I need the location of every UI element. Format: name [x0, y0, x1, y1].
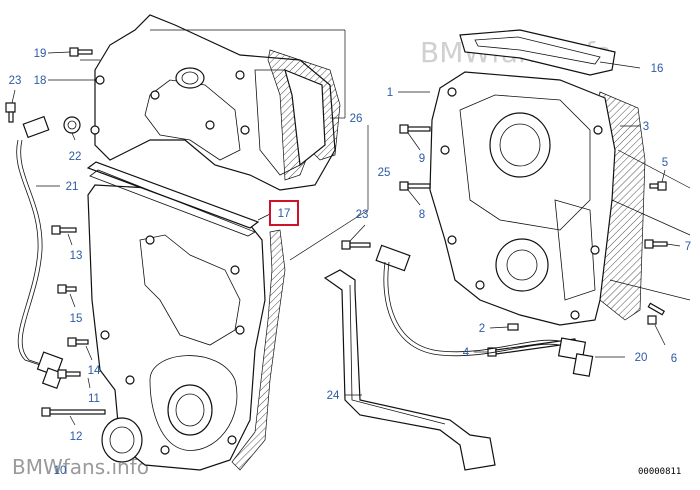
callout-21[interactable]: 21 — [66, 181, 79, 193]
bolt-8 — [399, 181, 431, 191]
callout-17[interactable]: 17 — [278, 208, 291, 220]
bolt-19 — [69, 47, 93, 57]
bolt-6 — [647, 302, 666, 325]
lower-timing-cover — [87, 184, 266, 471]
callout-5[interactable]: 5 — [662, 157, 668, 169]
callout-4[interactable]: 4 — [463, 347, 470, 359]
callout-12[interactable]: 12 — [70, 431, 83, 443]
callout-1[interactable]: 1 — [387, 87, 393, 99]
callout-3[interactable]: 3 — [643, 121, 649, 133]
callout-9[interactable]: 9 — [419, 153, 425, 165]
part-17-highlight-box — [269, 200, 299, 226]
timing-case-housing — [429, 71, 646, 326]
callout-16[interactable]: 16 — [651, 63, 664, 75]
bolt-11 — [57, 369, 81, 379]
bolt-12 — [41, 407, 106, 417]
sensor-cable-20 — [375, 244, 594, 377]
leader-lines — [11, 29, 691, 426]
callout-8[interactable]: 8 — [419, 209, 425, 221]
callout-13[interactable]: 13 — [70, 250, 83, 262]
callout-19[interactable]: 19 — [34, 48, 47, 60]
callout-14[interactable]: 14 — [88, 365, 101, 377]
callout-18[interactable]: 18 — [34, 75, 47, 87]
callout-22[interactable]: 22 — [69, 151, 82, 163]
diagram-code: 00000811 — [638, 467, 681, 477]
callout-11[interactable]: 11 — [88, 393, 100, 405]
bolt-13 — [51, 225, 77, 235]
callout-10[interactable]: 10 — [54, 465, 67, 477]
bracket-24 — [323, 269, 496, 471]
callout-15[interactable]: 15 — [70, 313, 83, 325]
dowel-2 — [507, 323, 519, 331]
callout-24[interactable]: 24 — [327, 390, 340, 402]
bolt-15 — [57, 284, 77, 294]
bolt-5 — [649, 181, 667, 191]
bolt-7 — [644, 239, 668, 249]
callout-2[interactable]: 2 — [479, 323, 485, 335]
callout-7[interactable]: 7 — [685, 241, 691, 253]
callout-23-right[interactable]: 23 — [356, 209, 369, 221]
callout-20[interactable]: 20 — [635, 352, 648, 364]
callout-26[interactable]: 26 — [350, 113, 363, 125]
bolt-14 — [67, 337, 89, 347]
gasket-strip-17 — [86, 161, 260, 229]
sensor-23-right — [341, 240, 371, 250]
oil-seal-22 — [63, 116, 81, 134]
callout-25[interactable]: 25 — [378, 167, 391, 179]
callout-labels[interactable]: 19 18 23 22 21 13 15 14 11 12 10 26 25 1… — [9, 48, 692, 477]
sensor-cable-21 — [16, 115, 64, 390]
crankshaft-seal-10 — [101, 417, 143, 463]
callout-6[interactable]: 6 — [671, 353, 677, 365]
bolt-23-left — [5, 102, 16, 123]
callout-23-left[interactable]: 23 — [9, 75, 22, 87]
bolt-9 — [399, 124, 431, 134]
lower-cover-side-gasket — [231, 229, 286, 471]
gasket-16 — [459, 29, 616, 76]
